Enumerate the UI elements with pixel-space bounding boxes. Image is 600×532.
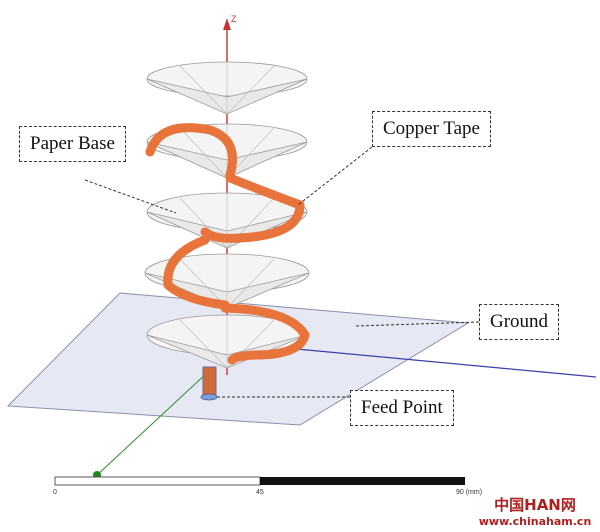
callout-ground: Ground <box>479 304 560 340</box>
z-axis-label: Z <box>231 14 237 24</box>
callout-paper-base: Paper Base <box>19 126 126 162</box>
callout-copper-tape: Copper Tape <box>372 111 491 147</box>
watermark-logo: 中国HAN网 www.chinaham.cn <box>476 494 594 528</box>
copper-tape-helix <box>145 123 310 365</box>
watermark-url: www.chinaham.cn <box>478 515 592 528</box>
callout-feed-point: Feed Point <box>350 390 454 426</box>
feed-post-base <box>200 393 218 401</box>
z-axis-arrow <box>223 18 231 30</box>
scale-tick-45: 45 <box>256 489 264 496</box>
x-axis-line <box>285 347 597 378</box>
y-axis-line <box>95 371 209 477</box>
scale-tick-90: 90 (mm) <box>456 489 482 496</box>
paper-base-stack <box>144 61 310 369</box>
leader-lines <box>84 146 480 398</box>
watermark-title: 中国HAN网 <box>494 496 576 514</box>
scale-tick-0: 0 <box>53 489 57 496</box>
scale-bar: 0 45 90 (mm) <box>53 476 482 496</box>
feed-post <box>202 366 217 398</box>
